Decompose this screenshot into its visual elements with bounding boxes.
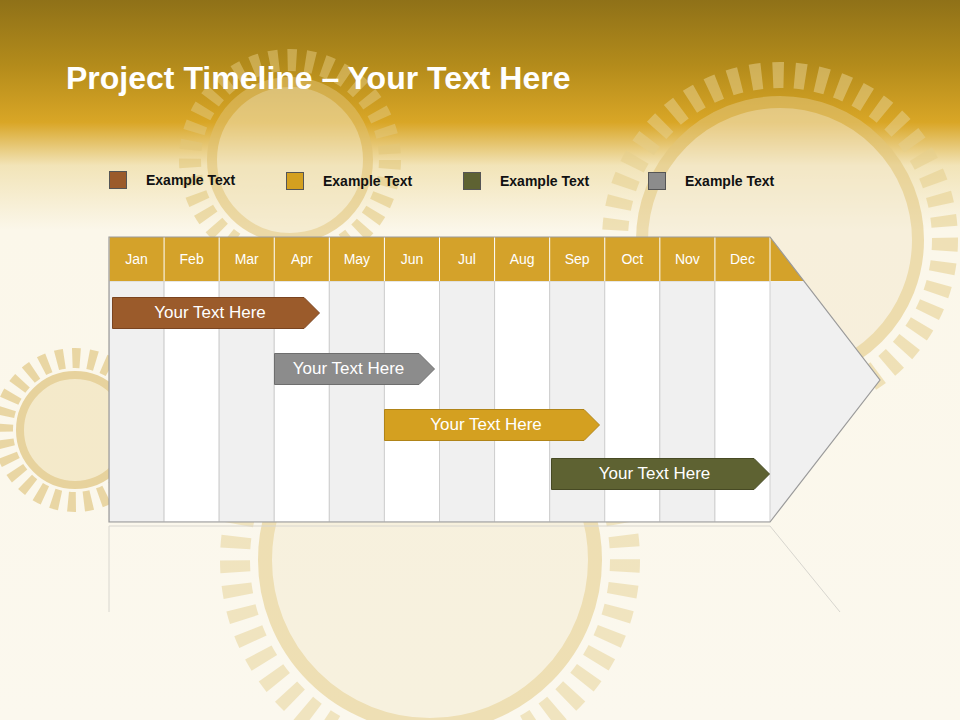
task-text: Your Text Here: [599, 464, 711, 484]
month-label: Aug: [495, 237, 550, 281]
legend-swatch: [648, 172, 666, 190]
task-bar: Your Text Here: [384, 409, 600, 441]
timeline-arrow: [109, 237, 909, 522]
task-bar: Your Text Here: [112, 297, 320, 329]
header-divider: [604, 237, 605, 281]
arrow-outline: [109, 237, 880, 522]
header-divider: [439, 237, 440, 281]
header-divider: [549, 237, 550, 281]
header-divider: [659, 237, 660, 281]
legend-text: Example Text: [685, 173, 774, 189]
task-bar: Your Text Here: [551, 458, 770, 490]
month-label: Mar: [219, 237, 274, 281]
task-text: Your Text Here: [154, 303, 266, 323]
month-label: Nov: [660, 237, 715, 281]
slide-title: Project Timeline – Your Text Here: [66, 60, 570, 97]
month-label: May: [329, 237, 384, 281]
month-header: [109, 237, 909, 281]
legend-item: Example Text: [648, 172, 774, 190]
month-label: Jun: [384, 237, 439, 281]
legend-swatch: [286, 172, 304, 190]
legend-text: Example Text: [500, 173, 589, 189]
task-text: Your Text Here: [430, 415, 542, 435]
legend-text: Example Text: [323, 173, 412, 189]
header-divider: [714, 237, 715, 281]
month-label: Apr: [274, 237, 329, 281]
legend-text: Example Text: [146, 172, 235, 188]
legend-item: Example Text: [463, 172, 589, 190]
header-divider: [494, 237, 495, 281]
month-column: [384, 281, 439, 522]
month-column: [329, 281, 384, 522]
month-label: Jul: [440, 237, 495, 281]
legend-swatch: [463, 172, 481, 190]
header-divider: [329, 237, 330, 281]
legend-item: Example Text: [286, 172, 412, 190]
month-label: Dec: [715, 237, 770, 281]
month-label: Feb: [164, 237, 219, 281]
reflection: [109, 526, 840, 612]
arrow-body: [109, 237, 909, 522]
header-divider: [274, 237, 275, 281]
month-label: Sep: [550, 237, 605, 281]
header-divider: [219, 237, 220, 281]
task-bar: Your Text Here: [274, 353, 435, 385]
month-label: Oct: [605, 237, 660, 281]
legend-swatch: [109, 171, 127, 189]
month-label: Jan: [109, 237, 164, 281]
gears: [3, 60, 945, 720]
month-column: [495, 281, 550, 522]
task-text: Your Text Here: [293, 359, 405, 379]
header-divider: [164, 237, 165, 281]
month-column: [440, 281, 495, 522]
header-divider: [384, 237, 385, 281]
legend-item: Example Text: [109, 171, 235, 189]
header-divider: [770, 237, 771, 281]
